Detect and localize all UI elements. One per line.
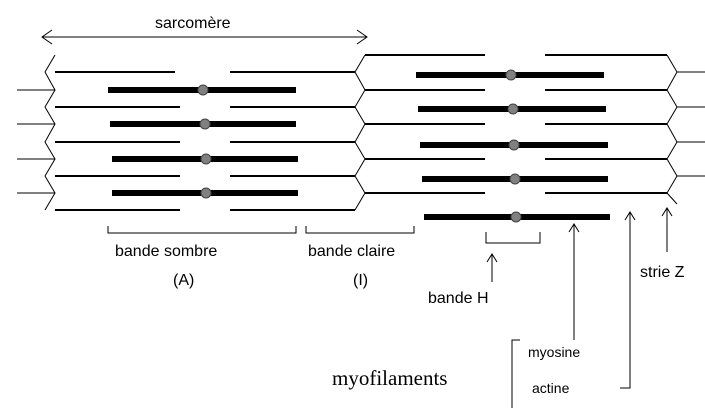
myosin-pointer bbox=[568, 223, 580, 340]
light-band-label: bande claire bbox=[308, 243, 395, 260]
z-line-label: strie Z bbox=[640, 264, 685, 281]
actin-filaments-left bbox=[55, 71, 355, 211]
myosin-filaments-left bbox=[108, 84, 298, 199]
z-line-middle bbox=[354, 54, 366, 211]
myofilaments-bracket bbox=[511, 339, 520, 408]
actin-filaments-right bbox=[365, 54, 667, 194]
myosin-label: myosine bbox=[528, 344, 580, 360]
light-band-bracket bbox=[305, 226, 415, 234]
h-band-arrow bbox=[486, 253, 498, 282]
sarcomere-arrow bbox=[41, 29, 368, 45]
light-band-code: (I) bbox=[353, 272, 368, 289]
myosin-filaments-right bbox=[416, 69, 610, 223]
dark-band-bracket bbox=[107, 226, 297, 234]
z-line-right bbox=[666, 54, 705, 205]
sarcomere-label: sarcomère bbox=[155, 15, 231, 32]
z-line-arrow bbox=[661, 207, 673, 252]
actin-label: actine bbox=[532, 380, 570, 396]
h-band-bracket bbox=[485, 232, 541, 244]
actin-pointer bbox=[620, 211, 636, 389]
myofilaments-label: myofilaments bbox=[332, 366, 447, 390]
h-band-label: bande H bbox=[428, 290, 489, 307]
dark-band-code: (A) bbox=[173, 272, 194, 289]
dark-band-label: bande sombre bbox=[115, 243, 217, 260]
z-line-left bbox=[17, 54, 56, 211]
